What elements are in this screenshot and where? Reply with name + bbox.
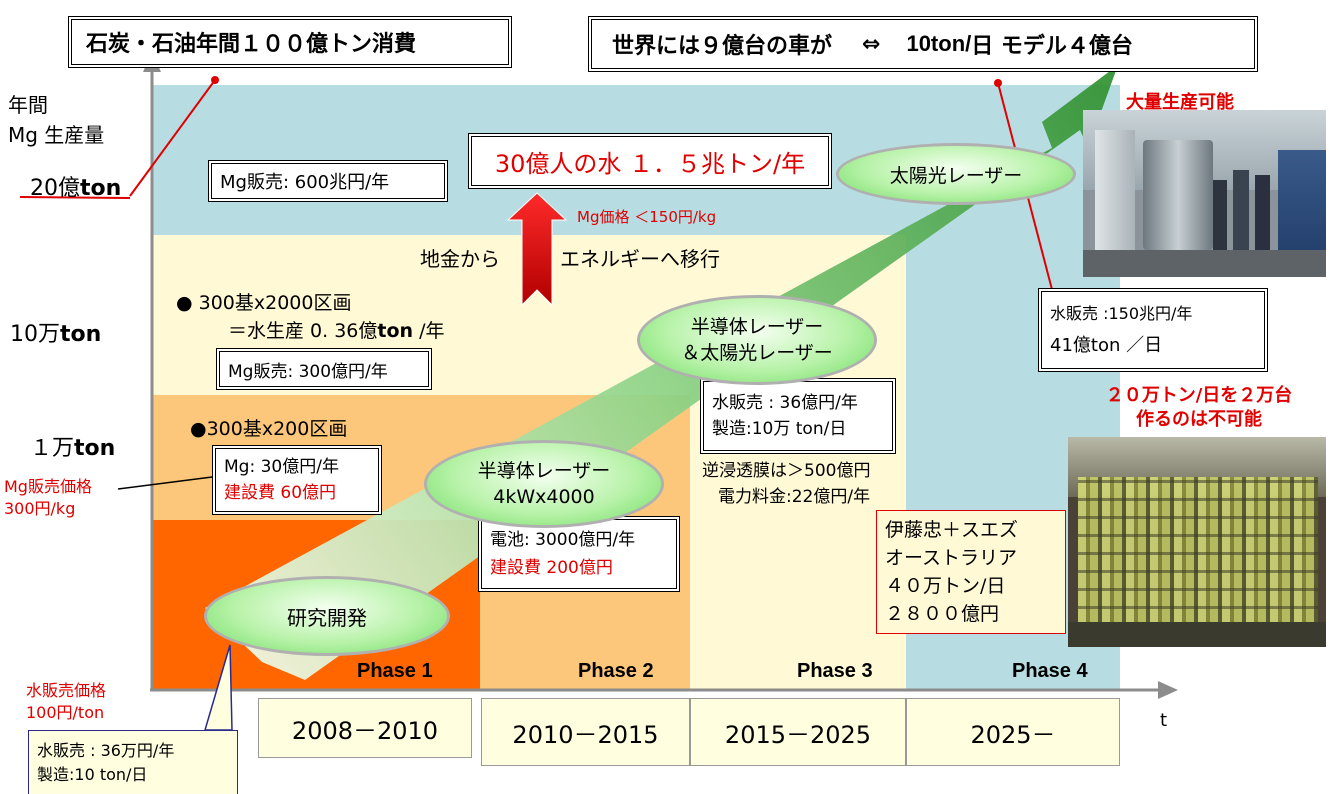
cars-text-b: 10ton/: [906, 31, 972, 56]
mg-sales-600-box: Mg販売: 600兆円/年: [208, 160, 448, 202]
tick-1man: １万ton: [30, 436, 116, 461]
period-1: 2008－2010: [258, 698, 472, 758]
plan-300x200: ●300基x200区画: [190, 418, 348, 440]
impossible-note: ２０万トン/日を２万台 作るのは不可能: [1105, 385, 1293, 430]
callout-tail: [203, 644, 233, 731]
cars-arrow: ⇔: [862, 31, 881, 57]
energy-text: エネルギーへ移行: [560, 247, 720, 271]
period-4: 2025－: [906, 698, 1120, 766]
photo-ro-plant: [1068, 437, 1326, 647]
mg-price-target: Mg価格 ＜150円/kg: [577, 208, 717, 226]
plan-300x2000: ● 300基x2000区画: [176, 292, 352, 314]
jikin-text: 地金から: [420, 247, 500, 271]
mass-production-note: 大量生産可能: [1126, 92, 1234, 113]
phase-3-label: Phase 3: [797, 660, 873, 682]
period-3: 2015－2025: [690, 698, 906, 766]
connector-dot-cars: [994, 79, 1002, 87]
growth-arrow: [205, 65, 1118, 680]
connector-line-mgprice: [117, 476, 213, 490]
itochu-box: 伊藤忠＋スエズ オーストラリア ４０万トン/日 ２８００億円: [876, 510, 1066, 634]
y-axis-title-line2: Mg 生産量: [8, 123, 105, 147]
mg-price-label: Mg販売価格 300円/kg: [4, 477, 92, 518]
connector-dot-coal: [211, 76, 219, 84]
mg-30-box: Mg: 30億円/年 建設費 60億円: [212, 445, 382, 515]
tick-10man: 10万ton: [10, 322, 102, 347]
battery-box: 電池: 3000億円/年 建設費 200億円: [478, 516, 680, 592]
mg-sales-300-box: Mg販売: 300億円/年: [216, 348, 432, 390]
water-price-label: 水販売価格 100円/ton: [26, 681, 107, 722]
phase-2-label: Phase 2: [578, 660, 654, 682]
water-30oku-box: 30億人の水 １．５兆トン/年: [468, 133, 832, 189]
y-axis-title-line1: 年間: [8, 93, 48, 117]
cars-text-c: 日 モデル４億台: [971, 34, 1133, 59]
phase-1-label: Phase 1: [357, 660, 433, 682]
water-36oku-box: 水販売 : 36億円/年 製造:10万 ton/日: [700, 378, 896, 454]
tick-20oku: 20億ton: [30, 176, 122, 201]
phase-4-label: Phase 4: [1012, 660, 1088, 682]
coal-oil-box: 石炭・石油年間１００億トン消費: [68, 16, 512, 68]
connector-line-coal: [129, 79, 216, 197]
cars-text-a: 世界には９億台の車が: [612, 34, 833, 59]
red-up-arrow: [506, 192, 568, 307]
period-2: 2010－2015: [481, 698, 690, 766]
x-axis-label: t: [1160, 710, 1168, 731]
photo-mass-production: [1083, 110, 1326, 277]
x-axis-arrowhead: [1158, 681, 1178, 699]
cars-box: 世界には９億台の車が ⇔ 10ton/ 日 モデル４億台: [588, 16, 1258, 72]
ro-membrane-text: 逆浸透膜は＞500億円 電力料金:22億円/年: [702, 461, 871, 507]
water-150cho-box: 水販売 :150兆円/年 41億ton ／日: [1038, 288, 1268, 372]
underline-20oku: [19, 196, 131, 199]
y-axis-title: 年間 Mg 生産量: [8, 90, 104, 150]
oval-semiconductor: 半導体レーザー 4kWx4000: [424, 440, 664, 528]
oval-semi-solar: 半導体レーザー ＆太陽光レーザー: [637, 295, 877, 385]
research-callout: 水販売 : 36万円/年 製造:10 ton/日: [28, 730, 238, 794]
coal-oil-text: 石炭・石油年間１００億トン消費: [86, 32, 417, 57]
oval-solar: 太陽光レーザー: [836, 143, 1076, 205]
oval-research: 研究開発: [204, 576, 450, 656]
water-production-036: ＝水生産 0. 36億ton /年: [228, 320, 445, 342]
